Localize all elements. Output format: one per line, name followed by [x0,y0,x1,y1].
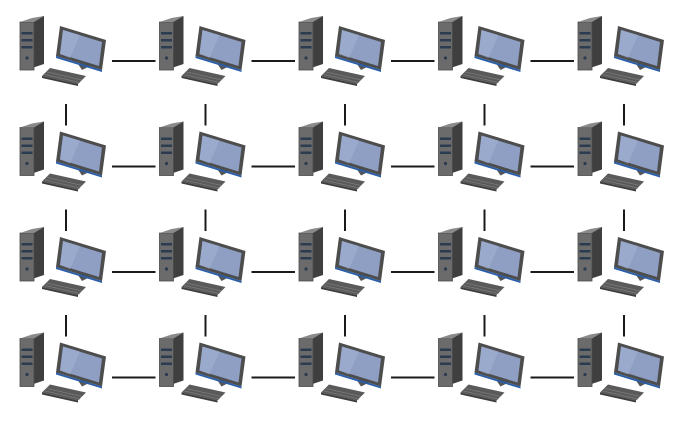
desktop-computer-icon [20,333,106,403]
desktop-computer-icon [439,16,525,86]
network-links [66,61,624,378]
desktop-computer-icon [299,227,385,297]
desktop-computer-icon [20,227,106,297]
desktop-computer-icon [299,16,385,86]
desktop-computer-icon [160,122,246,192]
desktop-computer-icon [160,16,246,86]
desktop-computer-icon [439,333,525,403]
computer-nodes [20,16,664,403]
desktop-computer-icon [578,333,664,403]
desktop-computer-icon [20,122,106,192]
desktop-computer-icon [299,333,385,403]
desktop-computer-icon [439,227,525,297]
desktop-computer-icon [439,122,525,192]
desktop-computer-icon [160,333,246,403]
desktop-computer-icon [160,227,246,297]
desktop-computer-icon [578,16,664,86]
desktop-computer-icon [299,122,385,192]
desktop-computer-icon [20,16,106,86]
desktop-computer-icon [578,122,664,192]
desktop-computer-icon [578,227,664,297]
